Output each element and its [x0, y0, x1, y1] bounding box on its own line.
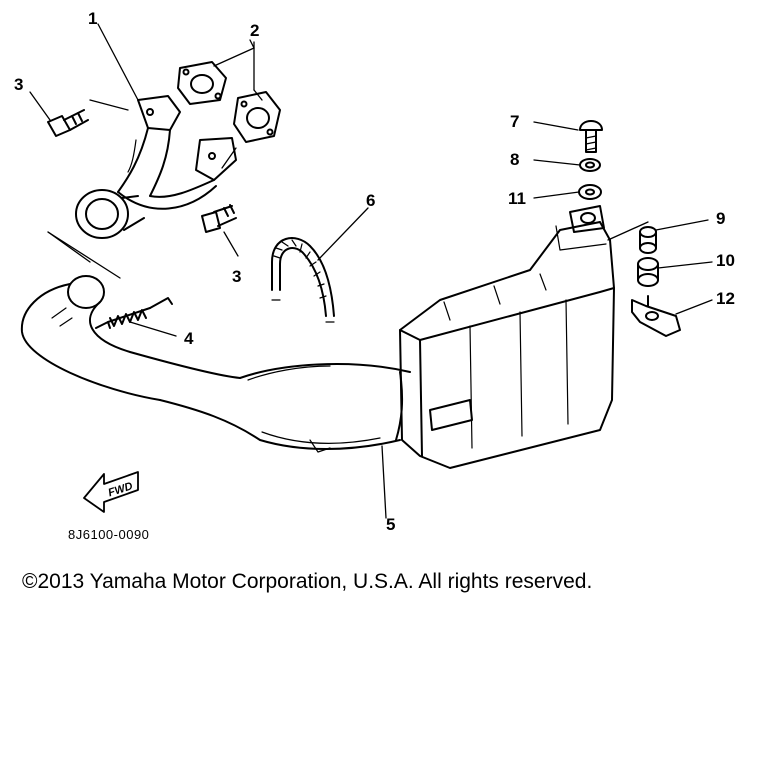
bolt-lower — [201, 204, 237, 233]
callout-3-upper: 3 — [14, 75, 24, 94]
spring-part — [95, 297, 173, 329]
exhaust-manifold-part — [75, 95, 237, 239]
muffler-part — [395, 205, 615, 469]
collar-part — [639, 226, 657, 254]
callout-1: 1 — [88, 9, 98, 28]
bracket-part — [631, 295, 681, 337]
callout-4: 4 — [184, 329, 194, 348]
forward-direction-arrow: FWD — [83, 471, 139, 513]
callout-10: 10 — [716, 251, 735, 270]
washer-part — [579, 158, 601, 172]
callout-12: 12 — [716, 289, 735, 308]
callout-7: 7 — [510, 112, 520, 131]
callout-11: 11 — [508, 189, 526, 208]
gasket-lower — [233, 91, 281, 143]
callout-3-lower: 3 — [232, 267, 242, 286]
callout-5: 5 — [386, 515, 396, 534]
damper-part — [637, 257, 659, 287]
gasket-upper — [177, 61, 227, 105]
callout-8: 8 — [510, 150, 520, 169]
exhaust-assembly-diagram: FWD — [20, 23, 713, 519]
diagram-part-code: 8J6100-0090 — [68, 527, 150, 542]
callout-6: 6 — [366, 191, 376, 210]
spacer-part — [578, 184, 602, 200]
mounting-bolt-part — [579, 120, 603, 153]
callout-2: 2 — [250, 21, 260, 40]
hose-part — [271, 237, 335, 323]
exhaust-pipe-part — [20, 275, 411, 453]
bolt-upper — [47, 109, 89, 137]
callout-9: 9 — [716, 209, 726, 228]
leader-lines — [29, 23, 713, 519]
copyright-notice: ©2013 Yamaha Motor Corporation, U.S.A. A… — [22, 570, 593, 593]
